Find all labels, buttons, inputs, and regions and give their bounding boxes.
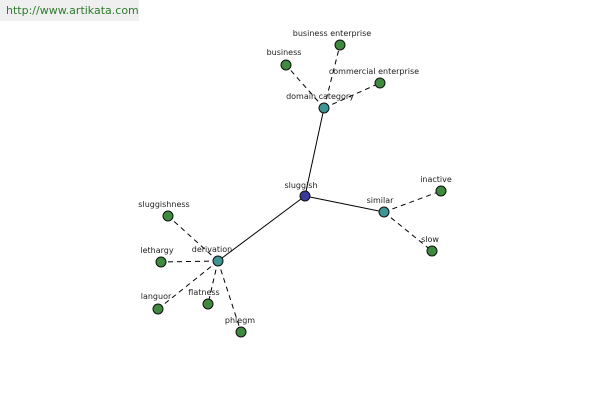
edge-domain-category-to-business: [285, 64, 325, 109]
edge-sluggish-to-similar: [304, 195, 385, 213]
edge-derivation-to-lethargy: [160, 260, 219, 263]
edge-derivation-to-languor: [157, 260, 219, 310]
source-url-banner[interactable]: http://www.artikata.com: [0, 0, 139, 21]
node-label-business[interactable]: business: [267, 48, 302, 57]
labels-layer: sluggish domain category similar derivation…: [138, 29, 452, 325]
node-label-inactive[interactable]: inactive: [420, 175, 452, 184]
node-label-languor[interactable]: languor: [141, 292, 172, 301]
node-business-enterprise[interactable]: [334, 39, 346, 51]
node-flatness[interactable]: [202, 298, 214, 310]
node-inactive[interactable]: [435, 185, 447, 197]
edge-similar-to-slow: [383, 211, 433, 252]
node-similar[interactable]: [378, 206, 390, 218]
edge-similar-to-inactive: [383, 190, 442, 213]
node-commercial-enterprise[interactable]: [374, 77, 386, 89]
edge-domain-category-to-commercial-enterprise: [323, 82, 381, 109]
node-label-derivation[interactable]: derivation: [192, 245, 232, 254]
node-slow[interactable]: [426, 245, 438, 257]
node-label-sluggish[interactable]: sluggish: [284, 181, 317, 190]
node-domain-category[interactable]: [318, 102, 330, 114]
node-label-domain-category[interactable]: domain category: [286, 92, 354, 101]
node-phlegm[interactable]: [235, 326, 247, 338]
node-label-commercial-enterprise[interactable]: commercial enterprise: [329, 67, 419, 76]
node-label-business-enterprise[interactable]: business enterprise: [293, 29, 372, 38]
node-label-phlegm[interactable]: phlegm: [225, 316, 255, 325]
edge-derivation-to-phlegm: [217, 260, 242, 333]
node-sluggish[interactable]: [299, 190, 311, 202]
node-label-similar[interactable]: similar: [367, 196, 395, 205]
nodes-layer: [152, 39, 447, 338]
node-label-lethargy[interactable]: lethargy: [140, 246, 173, 255]
node-label-sluggishness[interactable]: sluggishness: [138, 200, 189, 209]
node-label-slow[interactable]: slow: [421, 235, 439, 244]
node-label-flatness[interactable]: flatness: [188, 288, 219, 297]
node-derivation[interactable]: [212, 255, 224, 267]
edge-derivation-to-flatness: [207, 260, 219, 305]
node-business[interactable]: [280, 59, 292, 71]
edge-sluggish-to-derivation: [217, 195, 306, 262]
edge-sluggish-to-domain-category: [304, 107, 325, 197]
node-sluggishness[interactable]: [162, 210, 174, 222]
edge-domain-category-to-business-enterprise: [323, 44, 341, 109]
node-languor[interactable]: [152, 303, 164, 315]
node-lethargy[interactable]: [155, 256, 167, 268]
edges-layer: [157, 44, 442, 333]
edge-derivation-to-sluggishness: [167, 215, 219, 262]
